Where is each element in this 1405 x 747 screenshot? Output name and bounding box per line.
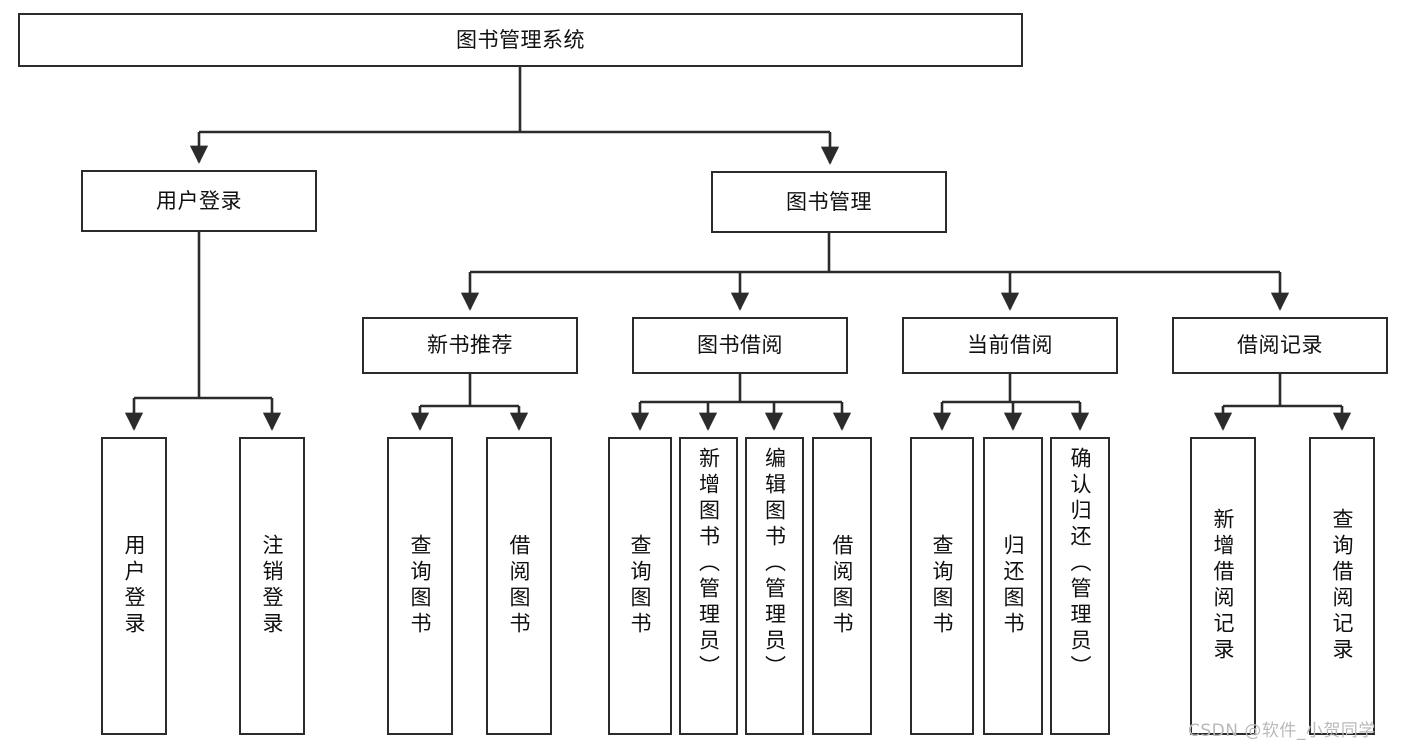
node-leaf-borrow-book-2[interactable]: 借阅图书: [812, 437, 872, 735]
node-root[interactable]: 图书管理系统: [18, 13, 1023, 67]
node-current-borrow[interactable]: 当前借阅: [902, 317, 1118, 374]
node-leaf-borrow-book-1[interactable]: 借阅图书: [486, 437, 552, 735]
node-leaf-confirm-return[interactable]: 确认归还（管理员）: [1050, 437, 1110, 735]
node-leaf-query-book-2[interactable]: 查询图书: [608, 437, 672, 735]
node-book-manage[interactable]: 图书管理: [711, 171, 947, 233]
node-borrow-record-label: 借阅记录: [1237, 333, 1323, 358]
node-book-manage-label: 图书管理: [786, 189, 872, 214]
node-leaf-confirm-return-label: 确认归还（管理员）: [1068, 447, 1093, 681]
node-new-book-recommend[interactable]: 新书推荐: [362, 317, 578, 374]
node-leaf-query-book-1[interactable]: 查询图书: [387, 437, 453, 735]
node-leaf-return-book-label: 归还图书: [1001, 534, 1026, 638]
node-leaf-add-book[interactable]: 新增图书（管理员）: [679, 437, 738, 735]
node-leaf-user-logout[interactable]: 注销登录: [239, 437, 305, 735]
node-leaf-query-record-label: 查询借阅记录: [1330, 508, 1355, 664]
node-leaf-edit-book[interactable]: 编辑图书（管理员）: [745, 437, 804, 735]
node-leaf-return-book[interactable]: 归还图书: [983, 437, 1043, 735]
node-leaf-user-login[interactable]: 用户登录: [101, 437, 167, 735]
node-leaf-edit-book-label: 编辑图书（管理员）: [762, 447, 787, 681]
node-user-login-label: 用户登录: [156, 188, 242, 213]
node-new-book-recommend-label: 新书推荐: [427, 333, 513, 358]
node-leaf-query-book-2-label: 查询图书: [628, 534, 653, 638]
node-leaf-query-record[interactable]: 查询借阅记录: [1309, 437, 1375, 735]
node-leaf-add-record[interactable]: 新增借阅记录: [1190, 437, 1256, 735]
node-leaf-query-book-3-label: 查询图书: [930, 534, 955, 638]
node-leaf-add-record-label: 新增借阅记录: [1211, 508, 1236, 664]
node-leaf-query-book-3[interactable]: 查询图书: [910, 437, 974, 735]
node-leaf-borrow-book-2-label: 借阅图书: [830, 534, 855, 638]
node-root-label: 图书管理系统: [456, 27, 585, 52]
node-current-borrow-label: 当前借阅: [967, 333, 1053, 358]
node-leaf-borrow-book-1-label: 借阅图书: [507, 534, 532, 638]
node-book-borrow[interactable]: 图书借阅: [632, 317, 848, 374]
node-leaf-add-book-label: 新增图书（管理员）: [696, 447, 721, 681]
node-leaf-query-book-1-label: 查询图书: [408, 534, 433, 638]
node-leaf-user-login-label: 用户登录: [122, 534, 147, 638]
csdn-watermark: CSDN @软件_小贺同学: [1188, 721, 1376, 741]
node-book-borrow-label: 图书借阅: [697, 333, 783, 358]
node-borrow-record[interactable]: 借阅记录: [1172, 317, 1388, 374]
node-leaf-user-logout-label: 注销登录: [260, 534, 285, 638]
node-user-login[interactable]: 用户登录: [81, 170, 317, 232]
